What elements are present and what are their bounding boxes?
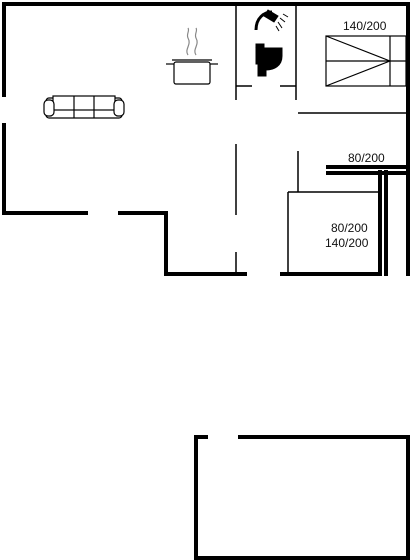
shower-icon [254,9,289,32]
bed-label-lower-b: 140/200 [325,236,369,250]
bed-label-top: 140/200 [343,19,387,33]
bed-label-middle: 80/200 [348,151,385,165]
double-bed-icon [325,35,407,87]
cooking-pot-icon [166,27,218,85]
toilet-icon [255,43,283,77]
partitions [235,4,408,274]
bed-label-lower-a: 80/200 [331,221,368,235]
sofa-icon [43,95,125,119]
